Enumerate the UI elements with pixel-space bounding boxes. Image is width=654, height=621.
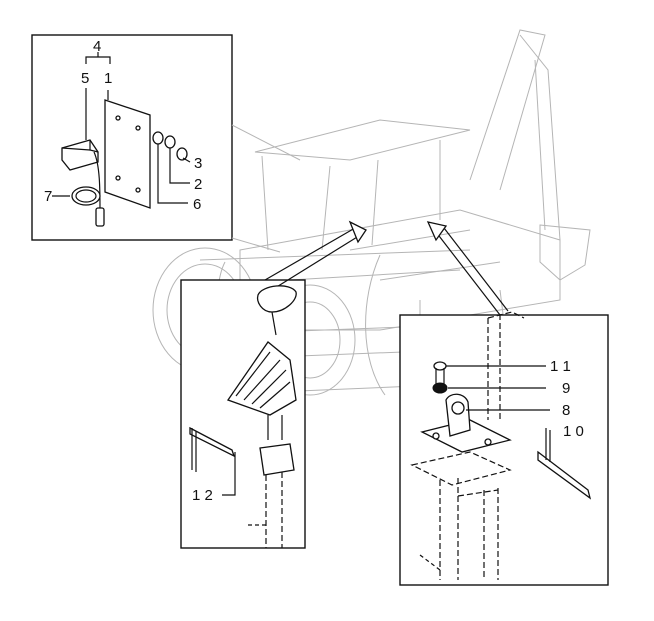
callout-1: 1 — [104, 70, 112, 87]
inset-panel-bottom-left — [180, 220, 367, 549]
callout-4: 4 — [93, 38, 101, 55]
callout-3: 3 — [194, 155, 202, 172]
callout-8: 8 — [562, 402, 570, 419]
callout-6: 6 — [193, 196, 201, 213]
callout-2: 2 — [194, 176, 202, 193]
callout-9: 9 — [562, 380, 570, 397]
inset-panel-bottom-right — [399, 221, 609, 586]
callout-labels: 4 5 1 3 2 6 7 1 1 9 8 1 0 1 2 — [44, 38, 584, 504]
callout-7: 7 — [44, 188, 52, 205]
callout-10: 1 0 — [563, 423, 584, 440]
callout-12: 1 2 — [192, 487, 213, 504]
inset-connector — [231, 124, 301, 253]
callout-5: 5 — [81, 70, 89, 87]
inset-panel-top-left — [31, 34, 233, 241]
callout-11: 1 1 — [550, 358, 571, 375]
